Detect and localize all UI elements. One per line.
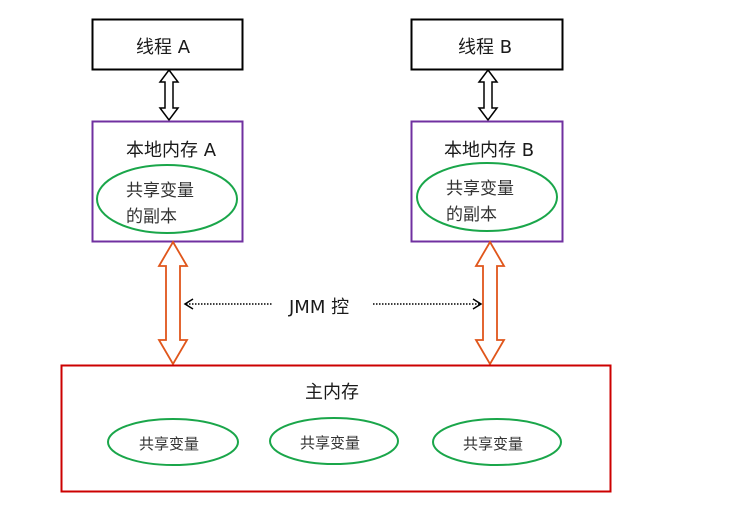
thread-b-box bbox=[410, 18, 564, 71]
shared-variable-ellipse-3 bbox=[432, 418, 562, 466]
local-b-main-double-arrow bbox=[474, 240, 506, 366]
thread-a-box bbox=[91, 18, 244, 71]
local-memory-b-label: 本地内存 B bbox=[444, 140, 535, 161]
jmm-arrowhead-left bbox=[183, 298, 194, 310]
local-a-main-double-arrow bbox=[157, 240, 189, 366]
shared-variable-ellipse-1 bbox=[107, 418, 239, 466]
thread-b-label: 线程 B bbox=[458, 37, 513, 58]
shared-variable-ellipse-2 bbox=[269, 417, 399, 465]
main-memory-label: 主内存 bbox=[305, 382, 359, 403]
local-copy-b-line2: 的副本 bbox=[446, 205, 497, 225]
shared-variable-1: 共享变量 bbox=[139, 435, 200, 453]
shared-variable-2: 共享变量 bbox=[300, 434, 361, 452]
local-copy-ellipse-b bbox=[416, 162, 558, 232]
local-memory-a-label: 本地内存 A bbox=[126, 140, 217, 161]
local-copy-b-line1: 共享变量 bbox=[446, 179, 514, 199]
jmm-control-label: JMM 控 bbox=[289, 297, 350, 318]
shared-variable-3: 共享变量 bbox=[463, 435, 524, 453]
thread-a-double-arrow bbox=[158, 68, 180, 122]
main-memory-box bbox=[60, 364, 612, 493]
thread-b-double-arrow bbox=[477, 68, 499, 122]
jmm-arrowhead-right bbox=[472, 298, 483, 310]
thread-a-label: 线程 A bbox=[136, 37, 191, 58]
local-copy-ellipse-a bbox=[96, 164, 238, 234]
local-copy-a-line2: 的副本 bbox=[126, 207, 177, 227]
local-copy-a-line1: 共享变量 bbox=[126, 181, 194, 201]
